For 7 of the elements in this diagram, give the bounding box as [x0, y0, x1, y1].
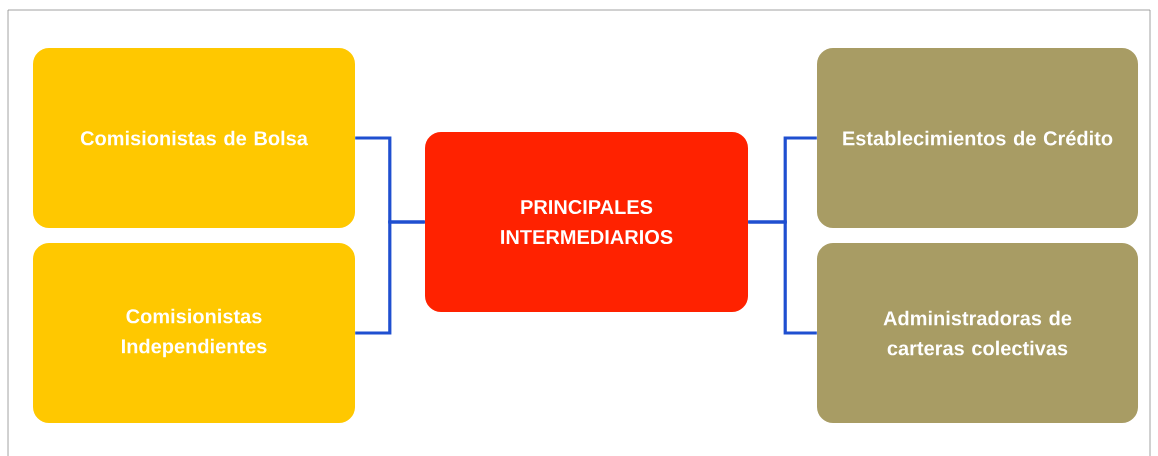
- category-box: Comisionistas Independientes: [33, 243, 355, 423]
- category-box: Comisionistas de Bolsa: [33, 48, 355, 228]
- connector: [748, 220, 817, 335]
- connector: [355, 220, 425, 335]
- center-box: PRINCIPALES INTERMEDIARIOS: [425, 132, 748, 312]
- category-box: Establecimientos de Crédito: [817, 48, 1138, 228]
- category-box: Administradoras de carteras colectivas: [817, 243, 1138, 423]
